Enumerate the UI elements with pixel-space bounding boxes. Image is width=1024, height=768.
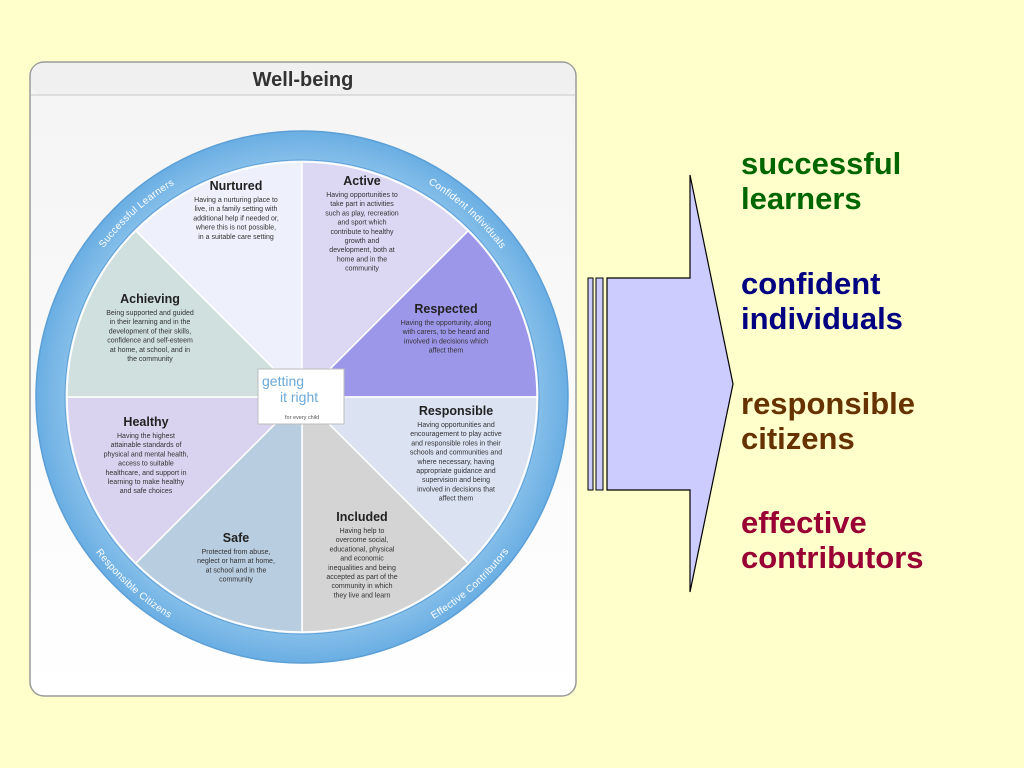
segment-description-line: in a suitable care setting <box>198 234 274 241</box>
segment-description-line: Having the highest <box>117 433 175 440</box>
segment-description-line: and sport which <box>337 220 386 227</box>
segment-description-line: Having help to <box>340 528 385 535</box>
segment-description-line: overcome social, <box>336 537 389 544</box>
segment-respected <box>300 229 538 398</box>
segment-description-line: schools and communities and <box>410 450 502 457</box>
segment-description-line: contribute to healthy <box>330 229 394 236</box>
segment-description-line: growth and <box>345 238 380 245</box>
segment-description-line: community <box>219 577 253 584</box>
outcome-line: successful <box>741 146 902 181</box>
segment-description-line: inequalities and being <box>328 565 396 572</box>
segment-description-line: supervision and being <box>422 477 490 484</box>
segment-description-line: Protected from abuse, <box>202 549 271 556</box>
logo-line-1: getting <box>262 373 304 389</box>
segment-healthy <box>66 396 304 565</box>
outcome-line: citizens <box>741 421 855 456</box>
segment-title: Respected <box>414 302 477 316</box>
segment-description-line: Having opportunities to <box>326 192 398 199</box>
segment-description-line: and safe choices <box>120 488 173 495</box>
outcome-effective-contributors: effective contributors <box>741 505 924 575</box>
segment-description-line: and responsible roles in their <box>411 440 501 447</box>
segment-description-line: healthcare, and support in <box>106 470 187 477</box>
segment-description-line: physical and mental health, <box>104 451 189 458</box>
segment-description-line: development of their skills, <box>109 328 192 335</box>
outcome-line: individuals <box>741 301 903 336</box>
segment-description-line: with carers, to be heard and <box>402 329 490 336</box>
outcome-responsible-citizens: responsible citizens <box>741 386 915 456</box>
outcome-confident-individuals: confident individuals <box>741 266 903 336</box>
title-bar <box>31 63 575 95</box>
diagram-title: Well-being <box>253 69 354 91</box>
segment-description-line: where necessary, having <box>417 459 495 466</box>
outcome-line: contributors <box>741 540 924 575</box>
segment-description-line: Having a nurturing place to <box>194 197 278 204</box>
segment-active <box>301 161 470 399</box>
segment-description-line: home and in the <box>337 256 387 263</box>
segment-description-line: attainable standards of <box>111 442 182 449</box>
segment-description-line: Having the opportunity, along <box>401 320 492 327</box>
outcome-line: learners <box>741 181 862 216</box>
segment-description-line: development, both at <box>329 247 394 254</box>
segment-description-line: accepted as part of the <box>326 574 397 581</box>
segment-description-line: in their learning and in the <box>110 319 191 326</box>
segment-description-line: community in which <box>331 583 392 590</box>
segment-description-line: access to suitable <box>118 461 174 468</box>
segment-description-line: live, in a family setting with <box>195 206 278 213</box>
segment-safe <box>134 395 303 633</box>
segment-description-line: at school and in the <box>206 567 267 574</box>
segment-title: Included <box>336 510 387 524</box>
segment-title: Healthy <box>123 415 168 429</box>
segment-title: Responsible <box>419 404 493 418</box>
segment-achieving <box>66 229 304 398</box>
segment-description-line: affect them <box>429 348 464 355</box>
outcome-line: effective <box>741 505 867 540</box>
segment-description-line: confidence and self-esteem <box>107 338 193 345</box>
logo-line-2: it right <box>280 389 318 405</box>
segment-description-line: learning to make healthy <box>108 479 185 486</box>
segment-description-line: neglect or harm at home, <box>197 558 275 565</box>
segment-description-line: they live and learn <box>334 592 391 599</box>
outcome-line: responsible <box>741 386 915 421</box>
segment-included <box>301 395 470 633</box>
outcome-successful-learners: successful learners <box>741 146 901 216</box>
segment-description-line: additional help if needed or, <box>193 215 279 222</box>
segment-description-line: community <box>345 266 379 273</box>
segment-description-line: involved in decisions which <box>404 338 488 345</box>
getting-it-right-logo: getting it right for every child <box>257 368 345 425</box>
outcome-line: confident <box>741 266 881 301</box>
arrow <box>587 174 734 593</box>
segment-description-line: Being supported and guided <box>106 310 194 317</box>
logo-line-3: for every child <box>285 415 319 421</box>
segment-description-line: and economic <box>340 556 384 563</box>
segment-description-line: involved in decisions that <box>417 486 495 493</box>
segment-nurtured <box>134 161 303 399</box>
segment-title: Nurtured <box>210 179 263 193</box>
segment-title: Safe <box>223 531 249 545</box>
segment-description-line: appropriate guidance and <box>416 468 496 475</box>
segment-title: Active <box>343 174 381 188</box>
segment-description-line: at home, at school, and in <box>110 347 190 354</box>
segment-title: Achieving <box>120 292 180 306</box>
segment-description-line: such as play, recreation <box>325 210 399 217</box>
segment-description-line: affect them <box>439 496 474 503</box>
segment-responsible <box>300 396 538 565</box>
segment-description-line: educational, physical <box>330 546 395 553</box>
segment-description-line: where this is not possible, <box>195 225 276 232</box>
segment-description-line: the community <box>127 356 173 363</box>
segment-description-line: take part in activities <box>330 201 394 208</box>
segment-description-line: Having opportunities and <box>417 422 495 429</box>
segment-description-line: encouragement to play active <box>410 431 502 438</box>
